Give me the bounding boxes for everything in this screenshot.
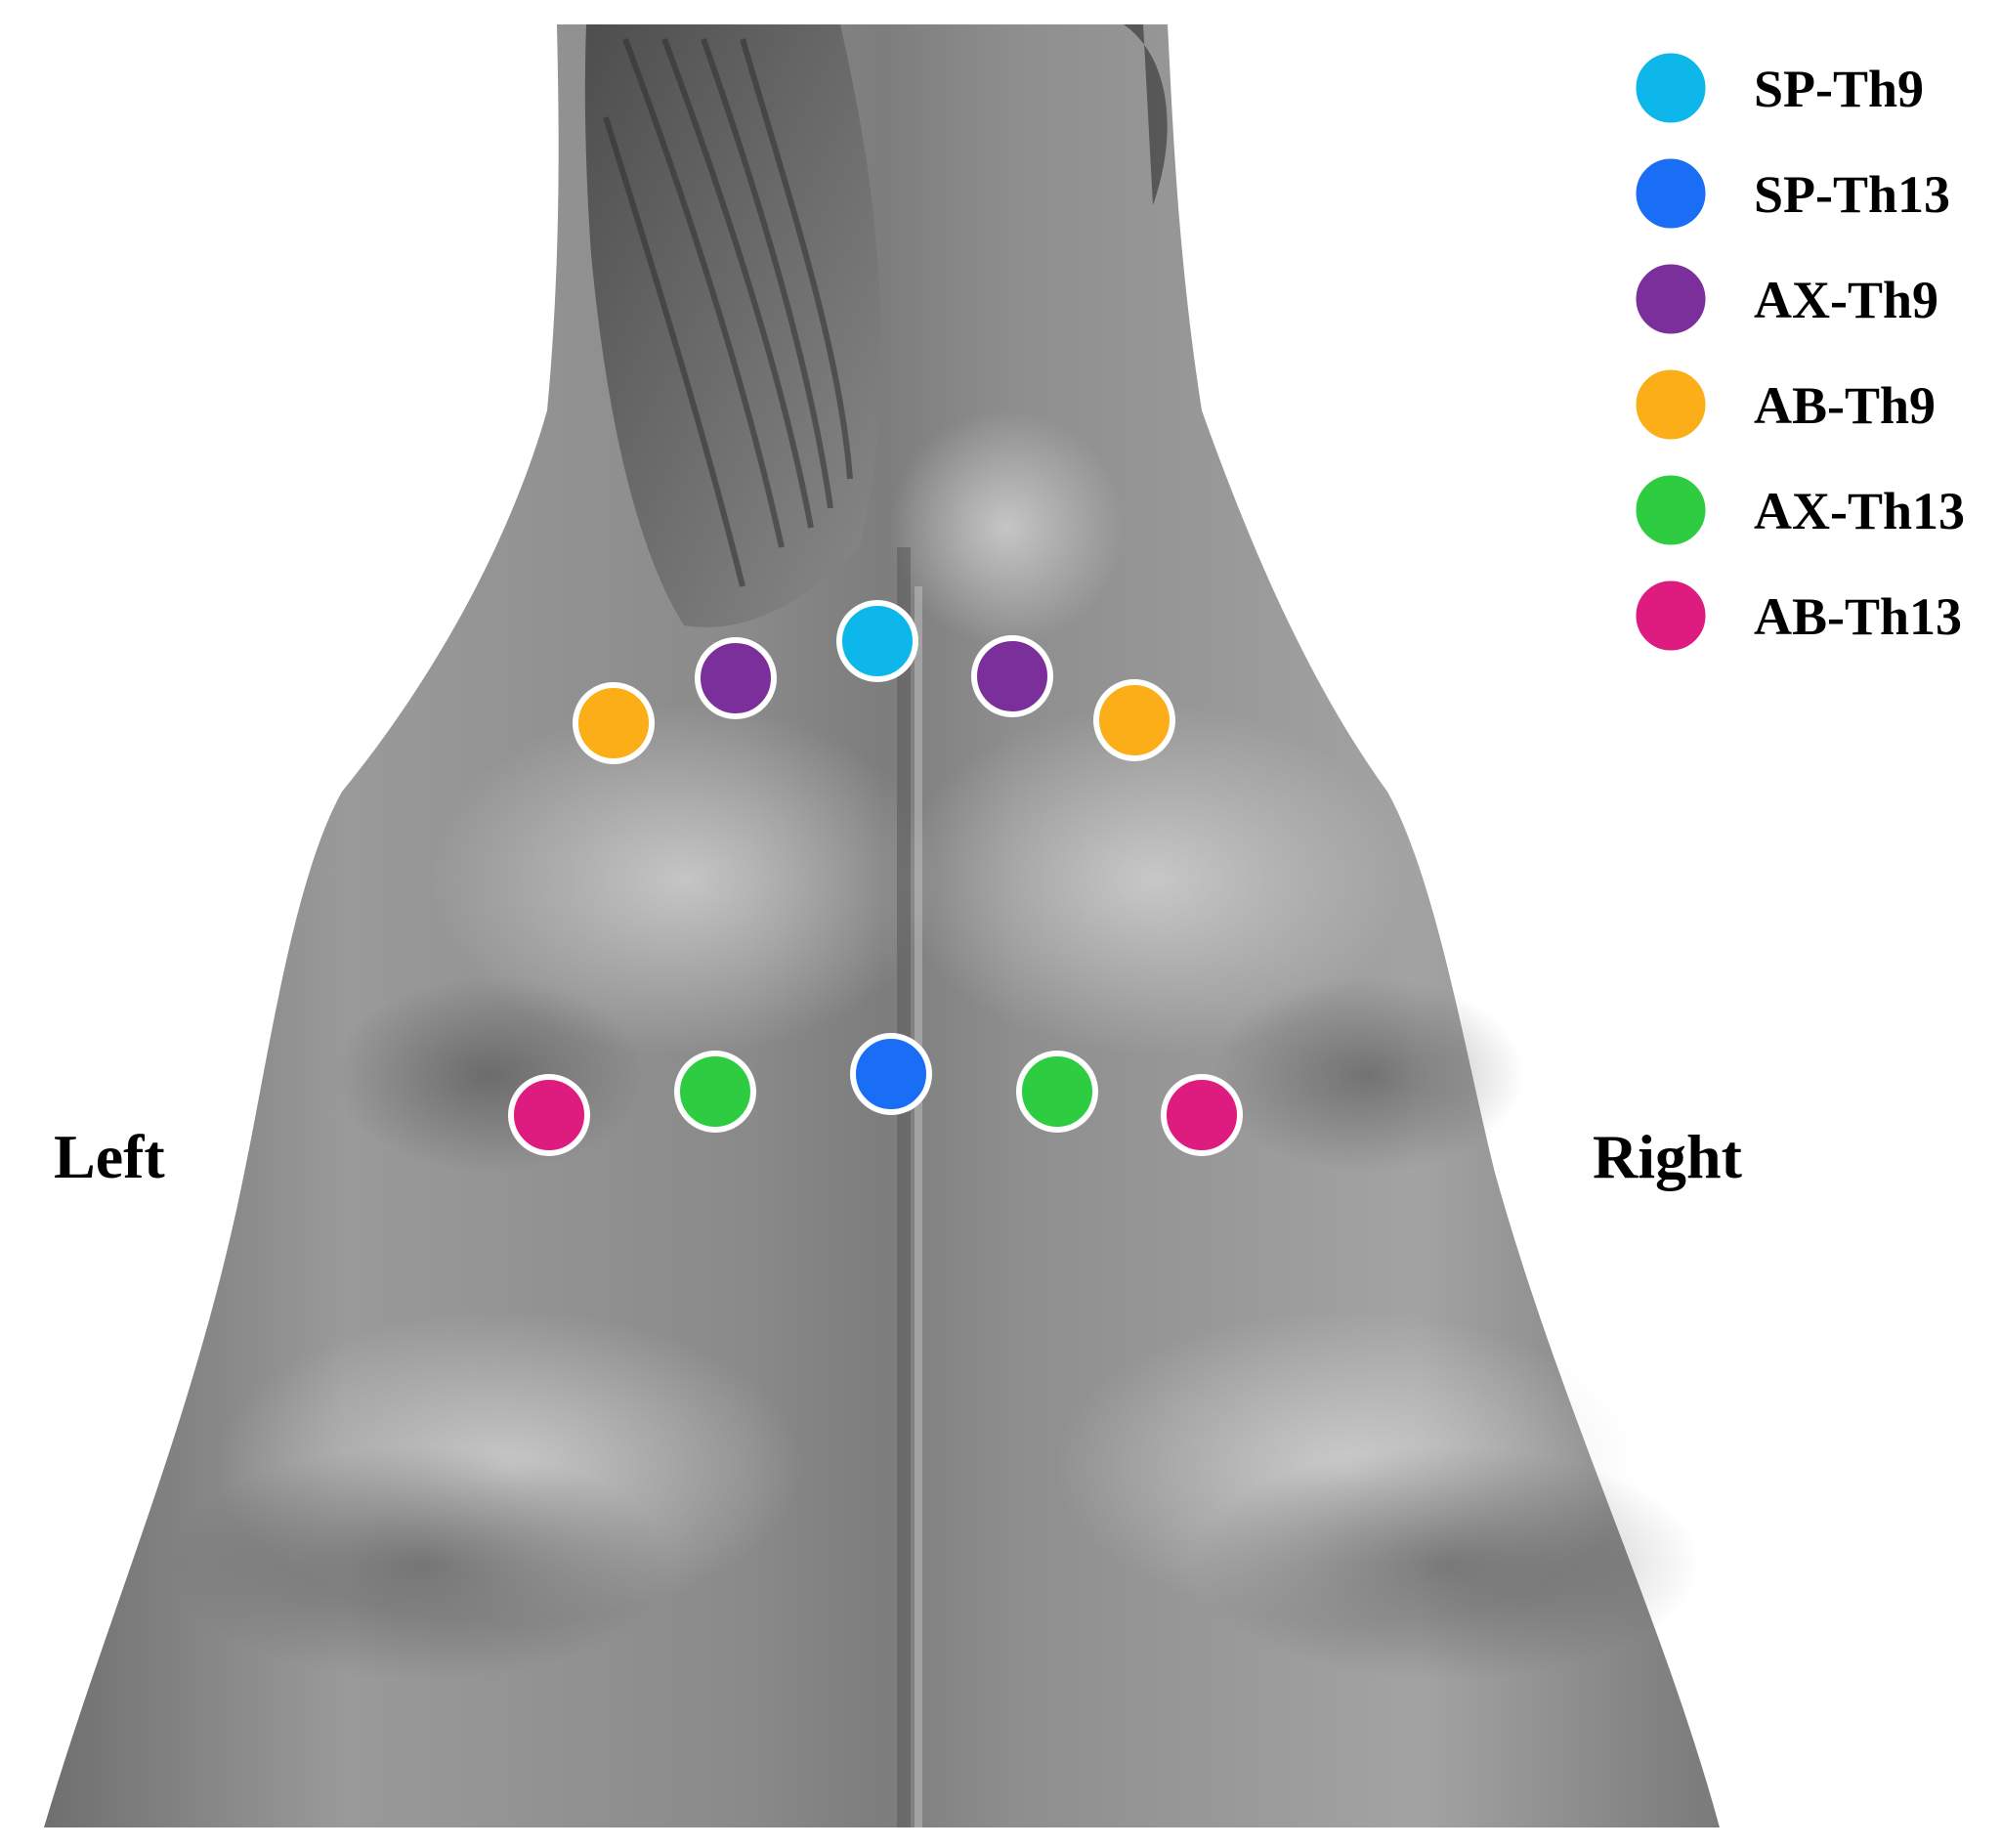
horse-back-image — [44, 24, 1720, 1827]
legend-label-ax-th9: AX-Th9 — [1754, 271, 1938, 329]
marker-ab-th13-left — [508, 1074, 590, 1156]
legend-label-ax-th13: AX-Th13 — [1754, 482, 1965, 540]
legend-label-sp-th13: SP-Th13 — [1754, 165, 1950, 224]
marker-ax-th13-right — [1016, 1051, 1098, 1133]
legend-swatch-ab-th9 — [1631, 365, 1711, 445]
marker-ab-th9-right — [1093, 679, 1175, 761]
legend-label-ab-th13: AB-Th13 — [1754, 587, 1962, 646]
marker-sp-th13-midline — [850, 1033, 932, 1115]
marker-ab-th13-right — [1161, 1074, 1243, 1156]
left-side-label: Left — [54, 1122, 165, 1191]
legend-swatch-sp-th13 — [1631, 153, 1711, 234]
marker-ab-th9-left — [573, 682, 655, 764]
legend-swatch-ax-th13 — [1631, 470, 1711, 550]
legend-swatch-ab-th13 — [1631, 576, 1711, 656]
mane — [584, 24, 881, 627]
legend-label-sp-th9: SP-Th9 — [1754, 60, 1924, 118]
marker-ax-th13-left — [674, 1051, 756, 1133]
right-side-label: Right — [1593, 1122, 1743, 1191]
legend-label-ab-th9: AB-Th9 — [1754, 376, 1936, 435]
ear-edge — [1124, 24, 1168, 205]
marker-ax-th9-right — [971, 635, 1053, 717]
marker-group — [508, 600, 1243, 1156]
legend-swatch-ax-th9 — [1631, 259, 1711, 339]
marker-ax-th9-left — [695, 637, 777, 719]
marker-sp-th9-midline — [836, 600, 918, 682]
mane-strands — [603, 37, 853, 587]
legend-swatch-sp-th9 — [1631, 48, 1711, 128]
